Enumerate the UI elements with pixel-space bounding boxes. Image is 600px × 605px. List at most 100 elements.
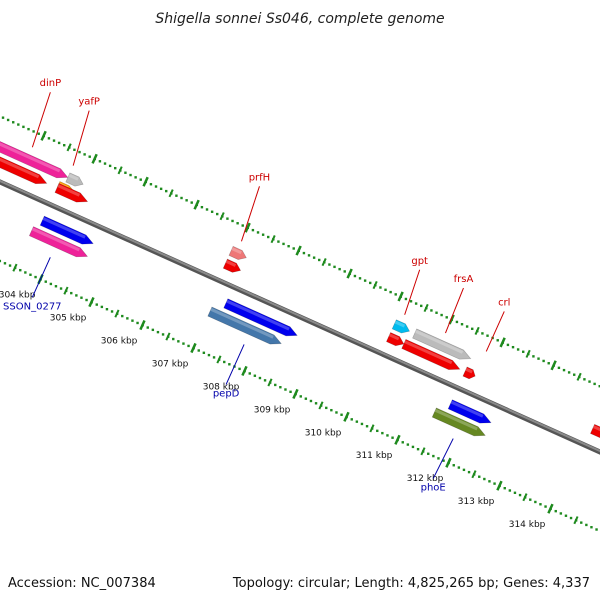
gene-feature-shine: [465, 367, 473, 374]
guide-dot-top: [409, 300, 413, 303]
guide-dot-top: [369, 281, 372, 285]
minor-tick: [12, 263, 18, 272]
gene-feature: [391, 319, 410, 334]
guide-dot-bottom: [488, 480, 491, 483]
guide-dot-top: [63, 144, 66, 147]
gene-label-yafp: yafP: [78, 97, 100, 108]
guide-dot-bottom: [411, 445, 415, 449]
gene-feature-shine: [394, 320, 406, 328]
guide-dot-bottom: [508, 489, 512, 492]
gene-feature-shine: [57, 184, 81, 197]
guide-dot-top: [379, 286, 382, 289]
gene-feature: [386, 332, 405, 347]
gene-feature-shine: [592, 425, 600, 432]
minor-tick: [321, 258, 327, 267]
guide-dot-top: [307, 254, 311, 257]
minor-tick: [216, 355, 222, 364]
major-tick: [241, 365, 248, 377]
guide-dot-bottom: [554, 509, 557, 513]
guide-dot-bottom: [483, 477, 486, 481]
guide-dot-bottom: [202, 351, 206, 354]
gene-feature-shine: [59, 182, 69, 188]
guide-dot-top: [103, 162, 107, 165]
guide-dot-bottom: [121, 314, 124, 318]
guide-dot-top: [358, 277, 362, 280]
guide-dot-bottom: [100, 305, 104, 309]
guide-dot-top: [328, 263, 331, 266]
guide-dot-top: [165, 189, 168, 193]
guide-dot-bottom: [263, 379, 267, 382]
guide-dot-top: [394, 293, 397, 296]
guide-dot-bottom: [136, 321, 139, 325]
guide-dot-top: [312, 256, 316, 259]
guide-dot-bottom: [146, 326, 149, 329]
guide-dot-top: [73, 148, 76, 152]
gene-feature-shine: [210, 307, 274, 339]
minor-tick: [420, 447, 426, 456]
major-tick: [142, 176, 149, 187]
guide-dot-bottom: [304, 397, 308, 400]
gene-label-prfh: prfH: [249, 172, 271, 183]
guide-dot-top: [445, 316, 448, 319]
guide-dot-bottom: [462, 468, 466, 472]
guide-dot-bottom: [197, 349, 200, 352]
guide-dot-bottom: [564, 514, 568, 517]
guide-dot-bottom: [151, 328, 155, 332]
gene-label-frsa: frsA: [454, 274, 474, 285]
guide-dot-bottom: [95, 303, 98, 306]
guide-dot-bottom: [467, 470, 471, 474]
dotted-guides: [0, 116, 600, 531]
guide-dot-bottom: [105, 307, 109, 311]
guide-dot-top: [139, 178, 142, 181]
guide-dot-top: [180, 196, 183, 200]
guide-dot-top: [435, 311, 438, 314]
guide-dot-top: [471, 327, 474, 331]
gene-label-sson_0277: SSON_0277: [3, 301, 62, 312]
gene-feature: [0, 141, 69, 179]
guide-dot-top: [129, 173, 132, 177]
major-tick: [244, 222, 251, 233]
guide-dot-bottom: [75, 294, 78, 297]
guide-dot-bottom: [518, 493, 522, 497]
guide-dot-top: [12, 121, 15, 124]
gene-feature: [54, 182, 89, 203]
guide-dot-top: [557, 366, 561, 370]
guide-dot-bottom: [207, 353, 211, 357]
guide-dot-top: [241, 224, 244, 227]
guide-dot-bottom: [8, 264, 12, 267]
guide-dot-top: [318, 258, 321, 262]
gene-feature-shine: [68, 173, 79, 181]
guide-dot-top: [200, 205, 204, 209]
guide-dot-bottom: [156, 330, 160, 334]
major-tick: [40, 130, 47, 141]
guide-dot-top: [251, 228, 255, 232]
guide-dot-top: [175, 194, 178, 197]
tick-label: 304 kbp: [0, 291, 36, 301]
guide-dot-bottom: [248, 372, 251, 375]
gene-leader-line: [31, 257, 51, 298]
guide-dot-top: [216, 212, 219, 216]
major-tick: [496, 480, 503, 491]
guide-dot-top: [83, 153, 86, 156]
guide-dot-top: [78, 150, 81, 154]
tick-label: 306 kbp: [101, 336, 138, 346]
tick-label: 313 kbp: [458, 497, 495, 507]
guide-dot-bottom: [85, 298, 88, 302]
guide-dot-bottom: [513, 491, 517, 494]
guide-dot-bottom: [340, 413, 343, 416]
guide-dot-top: [486, 334, 489, 337]
gene-leader-line: [240, 186, 260, 242]
gene-leader-line: [225, 344, 245, 385]
guide-dot-bottom: [279, 386, 282, 389]
guide-dot-bottom: [325, 406, 328, 410]
guide-dot-top: [27, 127, 30, 131]
minor-tick: [423, 303, 429, 313]
guide-dot-top: [190, 201, 193, 204]
guide-dot-bottom: [182, 342, 185, 345]
minor-tick: [270, 235, 276, 244]
major-tick: [499, 337, 506, 348]
guide-dot-bottom: [172, 337, 175, 341]
guide-dot-top: [154, 185, 158, 188]
gene-feature: [207, 306, 282, 345]
